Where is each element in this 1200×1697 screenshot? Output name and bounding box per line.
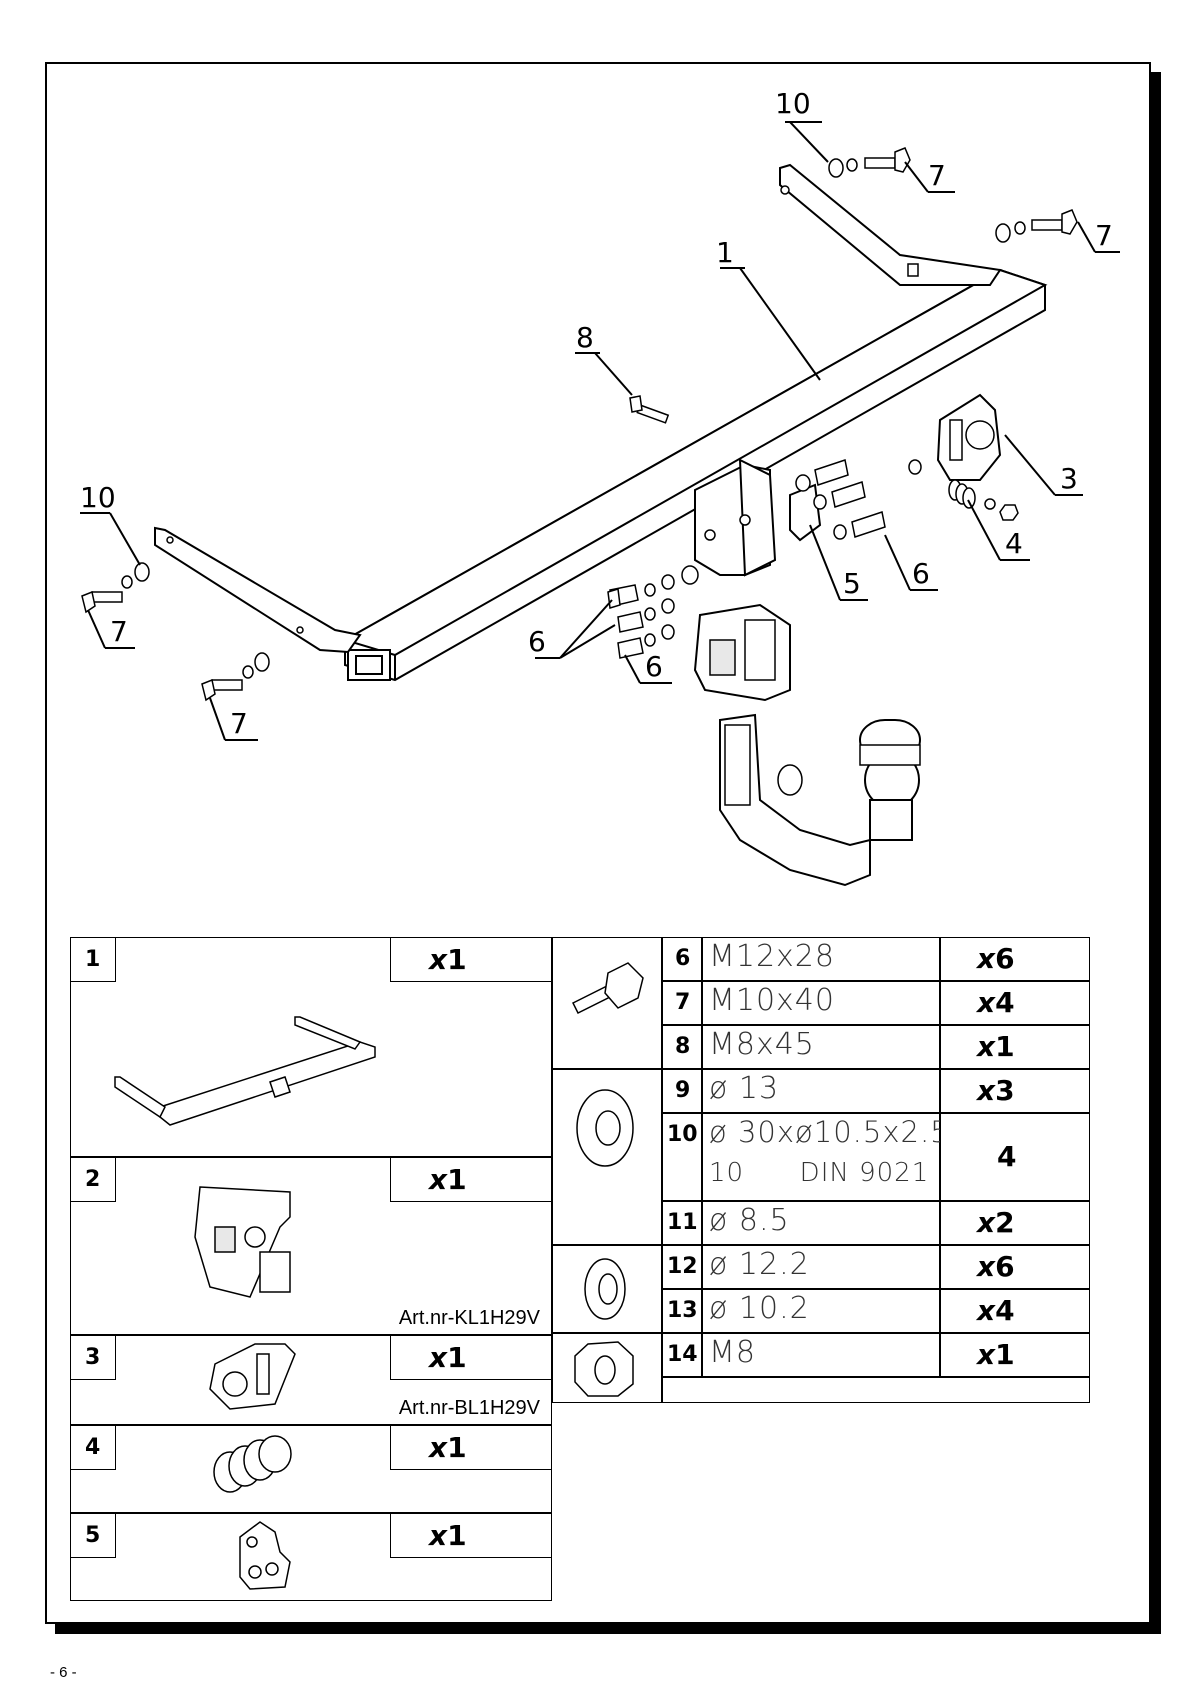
- washer-icon-cell: [552, 1069, 662, 1245]
- part-spec-standard: 10 DIN 9021: [709, 1158, 930, 1188]
- callout-1: 1: [716, 236, 734, 269]
- part-number: 2: [85, 1167, 101, 1192]
- part-spec: ø 8.5: [709, 1203, 790, 1238]
- part-quantity: x6: [977, 1250, 1015, 1283]
- socket-assembly: [693, 603, 791, 702]
- part-number: 4: [85, 1435, 101, 1460]
- part-spec: ø 10.2: [709, 1291, 810, 1326]
- part-number: 5: [85, 1523, 101, 1548]
- part-quantity: x2: [977, 1206, 1015, 1239]
- part-number: 14: [667, 1342, 698, 1367]
- page-number: - 6 -: [50, 1664, 77, 1681]
- part-number: 3: [85, 1345, 101, 1370]
- part-quantity: x1: [977, 1030, 1015, 1063]
- nut-icon-cell: [552, 1333, 662, 1403]
- leader-lines: [80, 121, 1120, 741]
- nut-icon: [574, 1341, 634, 1397]
- part-spec: M10x40: [709, 983, 835, 1018]
- part-spec: ø 12.2: [709, 1247, 810, 1282]
- socket-thumbnail: [194, 1186, 291, 1298]
- callout-6-c: 6: [645, 650, 663, 683]
- part-quantity: x4: [977, 1294, 1015, 1327]
- callout-7-top-a: 7: [928, 159, 946, 192]
- part-quantity: 4: [997, 1140, 1017, 1173]
- callout-7-left-a: 7: [110, 615, 128, 648]
- part-spec: M8: [709, 1335, 756, 1370]
- part-spec: ø 13: [709, 1071, 780, 1106]
- part-quantity: x6: [977, 942, 1015, 975]
- part-number: 9: [675, 1078, 691, 1103]
- callout-7-top-b: 7: [1095, 219, 1113, 252]
- small-bracket-thumbnail: [239, 1521, 291, 1590]
- exploded-assembly-drawing: 10 7 7 1 8 3 4 10 5 6 6 6 7 7: [80, 87, 1120, 887]
- part-quantity: x1: [429, 1163, 467, 1196]
- part-number: 10: [667, 1122, 698, 1147]
- part-number: 8: [675, 1034, 691, 1059]
- callout-8: 8: [576, 321, 594, 354]
- callout-6-a: 6: [912, 557, 930, 590]
- part-quantity: x3: [977, 1074, 1015, 1107]
- article-number: Art.nr-KL1H29V: [398, 1307, 540, 1329]
- callout-4: 4: [1005, 527, 1023, 560]
- towbar-crossbar: [154, 163, 1048, 682]
- callout-3: 3: [1060, 462, 1078, 495]
- washer-icon: [576, 1089, 634, 1167]
- part-quantity: x1: [429, 1341, 467, 1374]
- fasteners: [81, 147, 1078, 702]
- spring-washer-icon: [584, 1258, 626, 1320]
- spring-part: [948, 479, 1019, 521]
- ball-neck: [719, 713, 921, 887]
- table-bottom-spacer: [662, 1377, 1090, 1403]
- part-quantity: x1: [429, 943, 467, 976]
- part-number: 6: [675, 946, 691, 971]
- part-number: 13: [667, 1298, 698, 1323]
- callout-6-b: 6: [528, 625, 546, 658]
- bracket-plate-thumbnail: [209, 1343, 296, 1410]
- crossbar-thumbnail: [114, 1016, 376, 1126]
- part-spec: ø 30xø10.5x2.5: [709, 1115, 950, 1149]
- article-number: Art.nr-BL1H29V: [398, 1397, 540, 1419]
- part-number: 12: [667, 1254, 698, 1279]
- callout-10-left: 10: [80, 481, 116, 514]
- part-quantity: x1: [977, 1338, 1015, 1371]
- part-number: 1: [85, 947, 101, 972]
- socket-bracket-plate: [936, 393, 1002, 481]
- callout-10-top: 10: [775, 87, 811, 120]
- small-bracket: [789, 483, 822, 542]
- spring-washer-icon-cell: [552, 1245, 662, 1333]
- spring-thumbnail: [213, 1435, 292, 1493]
- part-quantity: x1: [429, 1431, 467, 1464]
- callout-7-left-b: 7: [230, 707, 248, 740]
- part-spec: M8x45: [709, 1027, 815, 1062]
- part-number: 7: [675, 990, 691, 1015]
- callout-5: 5: [843, 567, 861, 600]
- part-number: 11: [667, 1210, 698, 1235]
- bolt-icon-cell: [552, 937, 662, 1069]
- part-quantity: x1: [429, 1519, 467, 1552]
- part-quantity: x4: [977, 986, 1015, 1019]
- part-spec: M12x28: [709, 939, 835, 974]
- bolt-icon: [571, 962, 644, 1015]
